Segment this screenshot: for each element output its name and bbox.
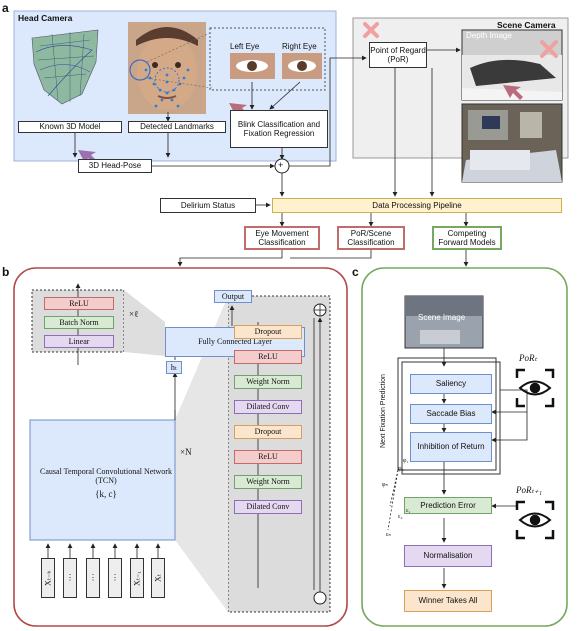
depth-image-label: Depth Image xyxy=(466,31,512,40)
known-3d-model-box: Known 3D Model xyxy=(18,121,122,133)
por-t1-label: PoRₜ₊₁ xyxy=(516,485,543,495)
block-dilated-conv-2: Dilated Conv xyxy=(234,500,302,514)
output-box: Output xyxy=(214,290,252,303)
panel-letter-c: c xyxy=(352,265,359,279)
mlp-relu: ReLU xyxy=(44,297,114,310)
head-camera-title: Head Camera xyxy=(18,13,73,23)
mlp-linear: Linear xyxy=(44,335,114,348)
eps-2: ε₂ xyxy=(398,514,403,520)
input-ellipsis-2: ⋮ xyxy=(86,558,100,598)
block-dilated-conv-1: Dilated Conv xyxy=(234,400,302,414)
block-dropout-1: Dropout xyxy=(234,325,302,339)
eye-icon-2 xyxy=(515,500,555,540)
ht-node: hₜ xyxy=(166,361,182,374)
block-weight-norm-1: Weight Norm xyxy=(234,375,302,389)
normalisation-box: Normalisation xyxy=(404,545,492,567)
sum-node: + xyxy=(278,160,284,170)
tcn-label: Causal Temporal Convolutional Network (T… xyxy=(40,467,172,485)
phi-n: φₙ xyxy=(382,482,388,488)
por-scene-classification-box: PoR/Scene Classification xyxy=(337,226,405,250)
times-l: ×ℓ xyxy=(129,309,139,319)
face-mesh-image xyxy=(31,29,99,105)
detected-landmarks-box: Detected Landmarks xyxy=(128,121,226,133)
inhibition-of-return-box: Inhibition of Return xyxy=(410,432,492,462)
panel-letter-b: b xyxy=(2,265,10,279)
phi-2: φ₂ xyxy=(398,466,404,472)
blink-classification-box: Blink Classification and Fixation Regres… xyxy=(230,110,328,148)
block-relu-1: ReLU xyxy=(234,350,302,364)
scene-photo xyxy=(461,103,563,183)
tcn-params: {k, c} xyxy=(95,489,117,499)
input-x-t-k: Xₜ₋ₖ xyxy=(41,558,55,598)
panel-letter-a: a xyxy=(2,1,9,15)
block-weight-norm-2: Weight Norm xyxy=(234,475,302,489)
next-fixation-label: Next Fixation Prediction xyxy=(380,374,387,448)
por-box: Point of Regard (PoR) xyxy=(369,42,427,68)
input-ellipsis-1: ⋮ xyxy=(63,558,77,598)
face-photo xyxy=(128,22,206,114)
data-processing-pipeline-box: Data Processing Pipeline xyxy=(272,198,562,213)
phi-1: φ₁ xyxy=(403,458,409,464)
saliency-box: Saliency xyxy=(410,374,492,394)
prediction-error-box: Prediction Error xyxy=(404,497,492,514)
mlp-batch-norm: Batch Norm xyxy=(44,316,114,329)
right-eye-label: Right Eye xyxy=(282,42,317,51)
por-t-label: PoRₜ xyxy=(519,353,538,363)
competing-forward-models-box: Competing Forward Models xyxy=(432,226,502,250)
input-ellipsis-3: ⋮ xyxy=(108,558,122,598)
head-pose-box: 3D Head-Pose xyxy=(78,159,152,173)
scene-image-thumb xyxy=(404,295,484,349)
input-x-t: Xₜ xyxy=(151,558,165,598)
saccade-bias-box: Saccade Bias xyxy=(410,404,492,424)
eps-1: ε₁ xyxy=(406,508,411,514)
scene-image-label: Scene Image xyxy=(418,313,466,322)
eps-n: εₙ xyxy=(386,532,391,538)
input-x-t-1: Xₜ₋₁ xyxy=(130,558,144,598)
winner-takes-all-box: Winner Takes All xyxy=(404,590,492,612)
block-relu-2: ReLU xyxy=(234,450,302,464)
block-dropout-2: Dropout xyxy=(234,425,302,439)
eye-icon xyxy=(515,368,555,408)
eye-crops xyxy=(146,27,326,91)
eye-movement-classification-box: Eye Movement Classification xyxy=(244,226,320,250)
left-eye-label: Left Eye xyxy=(230,42,260,51)
delirium-status-box: Delirium Status xyxy=(160,198,256,213)
times-n: ×N xyxy=(180,447,192,457)
scene-camera-title: Scene Camera xyxy=(497,20,556,30)
